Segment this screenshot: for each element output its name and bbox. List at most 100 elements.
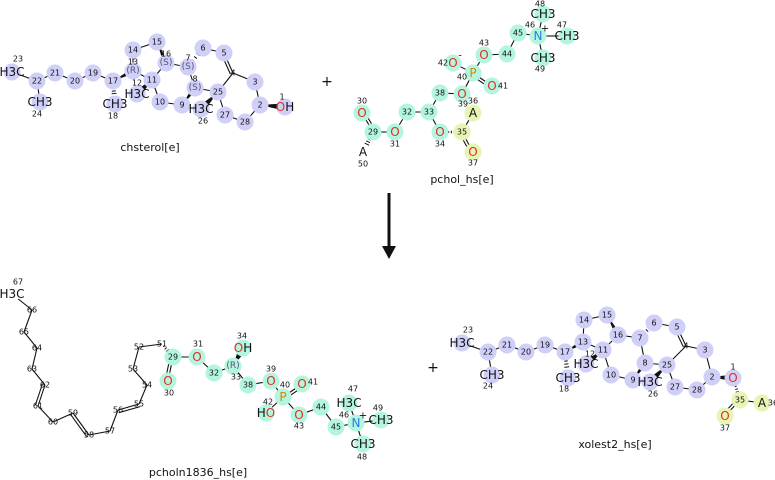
- atom-number: 14: [128, 46, 138, 55]
- atom-highlight: [420, 103, 438, 121]
- single-bond: [23, 331, 38, 349]
- atom-highlight: [724, 369, 742, 387]
- atom-number: 38: [243, 381, 253, 390]
- atom-highlight: [558, 27, 576, 45]
- atom-number: 34: [237, 332, 247, 341]
- atom-number: 20: [521, 348, 531, 357]
- atom-label: H3C: [0, 287, 25, 301]
- atom-number: 59: [68, 409, 78, 418]
- atom-number: 56: [113, 406, 123, 415]
- atom-label: O: [468, 145, 477, 159]
- atom-highlight: [215, 44, 233, 62]
- atom-number: 39: [458, 100, 468, 109]
- atom-highlight: [431, 84, 449, 102]
- atom-highlight: [179, 58, 197, 76]
- stereo-descriptor: (S): [160, 58, 173, 68]
- atom-number: 27: [220, 111, 230, 120]
- atom-number: 20: [70, 77, 80, 86]
- atom-number: 52: [134, 343, 144, 352]
- atom-highlight: [696, 341, 714, 359]
- atom-number: 31: [193, 340, 203, 349]
- atom-number: 16: [161, 50, 171, 59]
- atom-highlight: [716, 407, 734, 425]
- atom-number: 57: [105, 427, 115, 436]
- atom-number: 50: [358, 160, 368, 169]
- atom-highlight: [703, 368, 721, 386]
- atom-number: 8: [642, 359, 647, 368]
- atom-number: 22: [483, 348, 493, 357]
- atom-label: O: [457, 87, 466, 101]
- atom-label: O: [720, 409, 729, 423]
- atom-highlight: [293, 375, 311, 393]
- atom-number: 21: [502, 341, 512, 350]
- atom-number: 32: [402, 108, 412, 117]
- atom-number: 26: [648, 390, 658, 399]
- atom-highlight: [645, 314, 663, 332]
- atom-highlight: [148, 33, 166, 51]
- atom-highlight: [517, 343, 535, 361]
- atom-number: 12: [132, 79, 142, 88]
- atom-number: 10: [155, 98, 165, 107]
- atom-highlight: [188, 348, 206, 366]
- atom-label: CH3: [368, 413, 393, 427]
- plus-sign-bottom: +: [427, 360, 439, 376]
- atom-number: 23: [13, 55, 23, 64]
- atom-highlight: [31, 93, 49, 111]
- atom-number: 34: [435, 140, 445, 149]
- atom-number: 16: [613, 331, 623, 340]
- atom-highlight: [186, 79, 204, 97]
- atom-number: 37: [720, 424, 730, 433]
- atom-highlight: [453, 85, 471, 103]
- atom-number: 18: [108, 112, 118, 121]
- atom-label: O: [297, 377, 306, 391]
- atom-number: 64: [32, 344, 42, 353]
- atom-label: H3C: [124, 87, 149, 101]
- atom-number: 38: [435, 89, 445, 98]
- atom-number: 15: [152, 38, 162, 47]
- atom-highlight: [453, 123, 471, 141]
- atom-number: 13: [578, 338, 588, 347]
- atom-highlight: [575, 311, 593, 329]
- atom-label: O: [163, 374, 172, 388]
- atom-number: 62: [40, 381, 50, 390]
- atom-highlight: [529, 27, 547, 45]
- atom-label: H3C: [637, 375, 662, 389]
- atom-highlight: [104, 72, 122, 90]
- single-bond: [132, 346, 140, 370]
- single-bond: [52, 412, 74, 423]
- atom-number: 44: [502, 50, 512, 59]
- atom-number: 61: [33, 402, 43, 411]
- atom-number: 40: [457, 73, 467, 82]
- atom-label: O: [390, 125, 399, 139]
- atom-label: O: [192, 350, 201, 364]
- atom-highlight: [475, 46, 493, 64]
- atom-highlight: [464, 143, 482, 161]
- atom-highlight: [464, 64, 482, 82]
- atom-highlight: [164, 348, 182, 366]
- atom-highlight: [290, 406, 308, 424]
- atom-highlight: [598, 306, 616, 324]
- double-bond: [37, 384, 46, 407]
- atom-number: 3: [702, 346, 707, 355]
- atom-highlight: [636, 354, 654, 372]
- atom-highlight: [192, 100, 210, 118]
- stereo-descriptor: (R): [226, 361, 239, 371]
- atom-highlight: [353, 104, 371, 122]
- atom-highlight: [364, 123, 382, 141]
- atom-label: CH3: [27, 95, 52, 109]
- atom-highlight: [609, 326, 627, 344]
- atom-number: 30: [164, 389, 174, 398]
- atom-number: 39: [266, 365, 276, 374]
- single-bond: [88, 430, 111, 436]
- single-bond: [109, 409, 119, 432]
- atom-number: 32: [209, 369, 219, 378]
- atom-label: O: [487, 79, 496, 93]
- atom-highlight: [3, 63, 21, 81]
- atom-number: 17: [560, 348, 570, 357]
- xolest2-name: xolest2_hs[e]: [578, 438, 651, 451]
- atom-highlight: [731, 391, 749, 409]
- atom-number: 30: [357, 97, 367, 106]
- atom-highlight: [386, 123, 404, 141]
- plus-sign-top: +: [321, 74, 333, 90]
